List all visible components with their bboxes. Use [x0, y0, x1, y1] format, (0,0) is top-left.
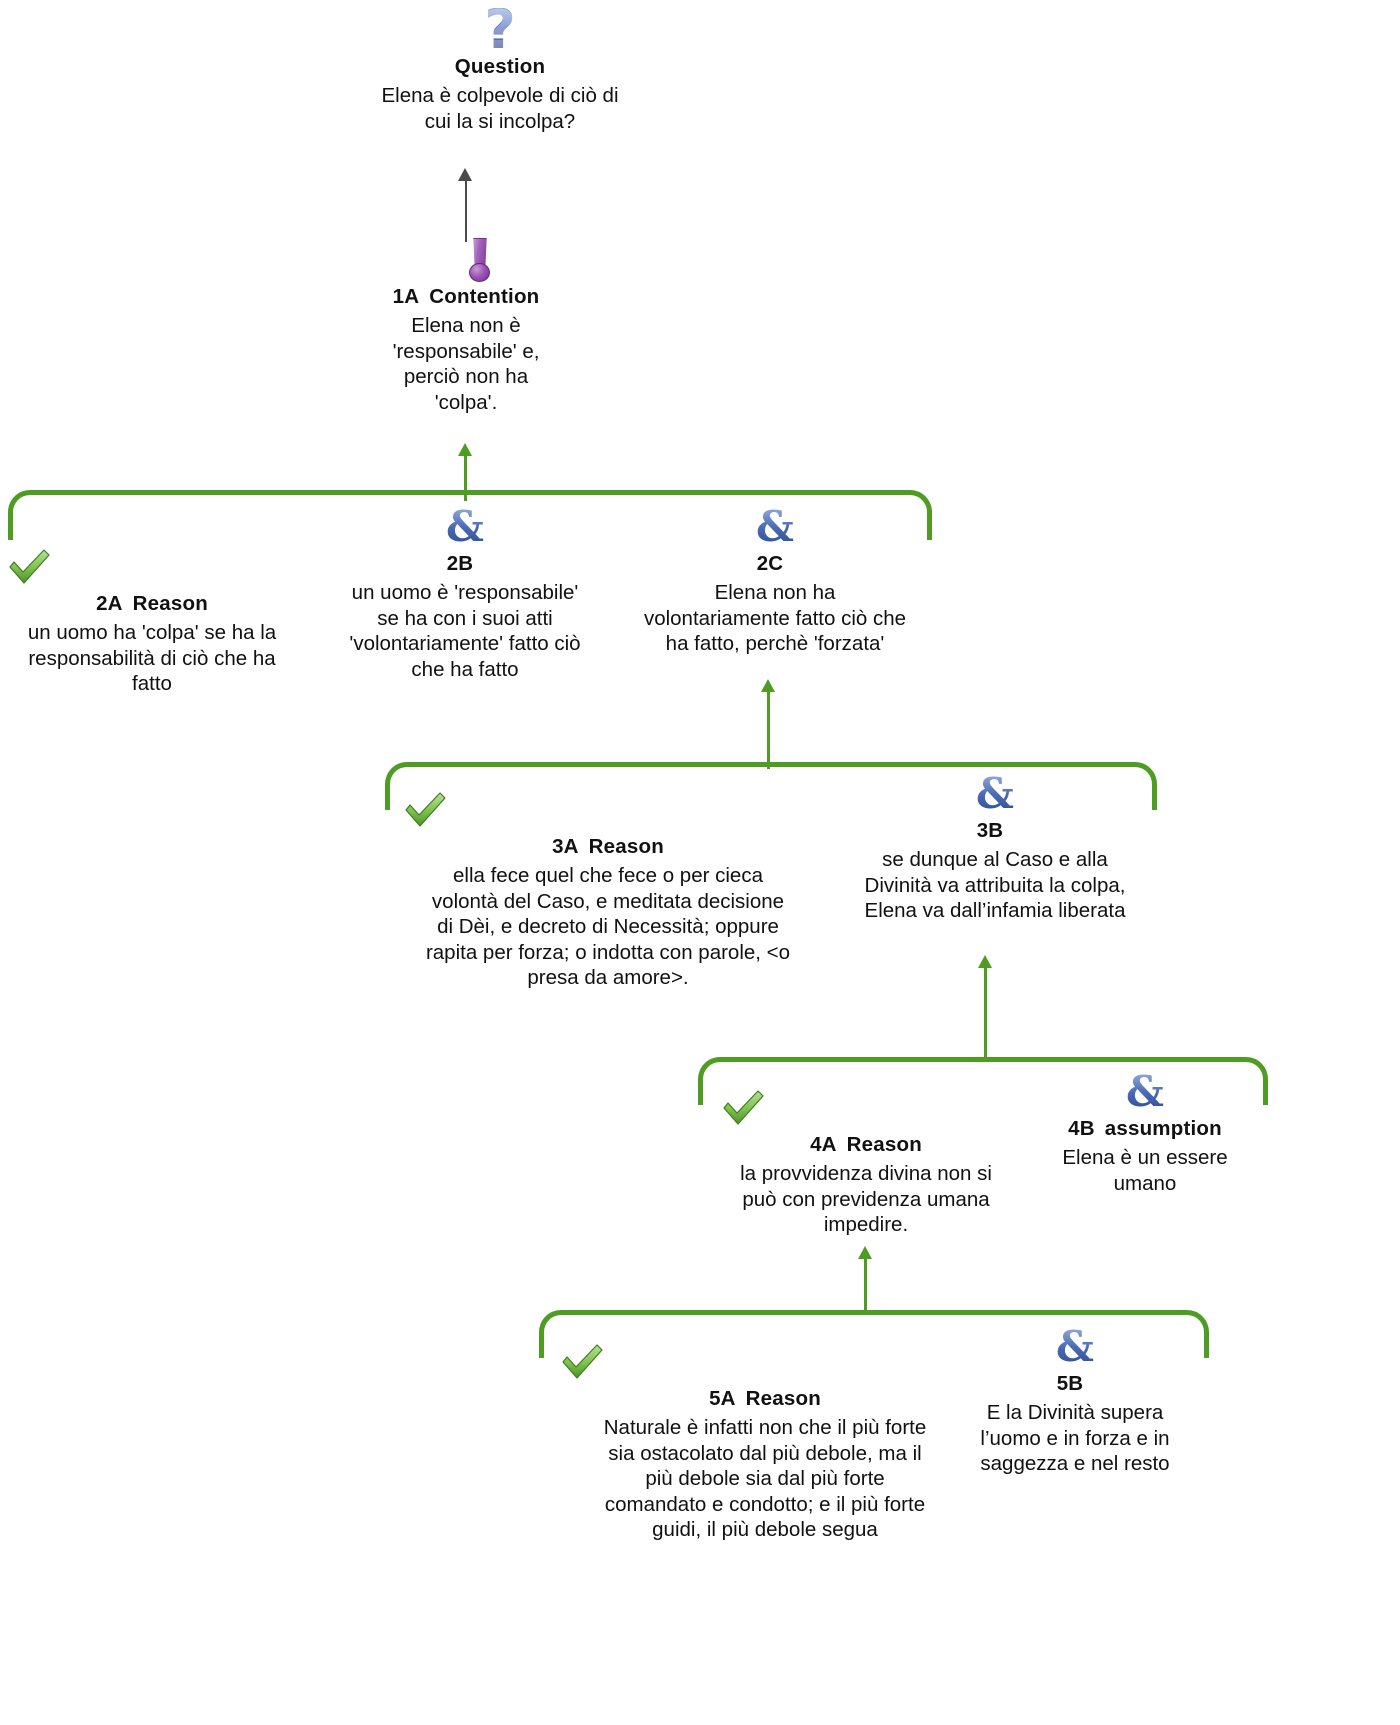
node-4a-label: Reason [846, 1133, 922, 1156]
node-2b-number: 2B [446, 552, 474, 575]
node-5a-title: 5A Reason [555, 1386, 975, 1412]
node-5b-number: 5B [1056, 1372, 1084, 1395]
node-3a-title: 3A Reason [398, 834, 818, 860]
node-2a-body: un uomo ha 'colpa' se ha la responsabili… [27, 621, 277, 695]
node-2c-body: Elena non ha volontariamente fatto ciò c… [643, 581, 907, 655]
node-4b-assumption[interactable]: & 4B assumption Elena è un essere umano [1030, 1070, 1260, 1196]
green-tick-icon [398, 788, 818, 832]
node-question-body: Elena è colpevole di ciò di cui la si in… [381, 84, 619, 133]
node-1a-title: 1A Contention [346, 284, 586, 310]
node-3a-reason[interactable]: 3A Reason ella fece quel che fece o per c… [398, 788, 818, 991]
node-4b-label: assumption [1104, 1117, 1222, 1140]
green-tick-icon [2, 545, 302, 589]
bracket-row3 [385, 762, 1157, 810]
node-5a-label: Reason [745, 1387, 821, 1410]
node-4a-title: 4A Reason [716, 1132, 1016, 1158]
node-2c-title: 2C [620, 551, 930, 577]
ampersand-icon: & [446, 502, 484, 551]
node-5a-body: Naturale è infatti non che il più forte … [603, 1416, 927, 1541]
ampersand-icon: & [976, 769, 1014, 818]
node-1a-number: 1A [392, 285, 420, 308]
node-3b-title: 3B [830, 818, 1160, 844]
node-2c-number: 2C [756, 552, 784, 575]
node-5b-body: E la Divinità supera l’uomo e in forza e… [980, 1401, 1170, 1475]
node-5a-number: 5A [709, 1387, 736, 1410]
node-5a-reason[interactable]: 5A Reason Naturale è infatti non che il p… [555, 1340, 975, 1543]
node-4b-body: Elena è un essere umano [1062, 1146, 1228, 1195]
node-2c-coreason[interactable]: & 2C Elena non ha volontariamente fatto … [620, 505, 930, 657]
question-mark-icon: ? [484, 0, 516, 61]
ampersand-icon: & [756, 502, 794, 551]
node-4a-number: 4A [810, 1133, 837, 1156]
node-3b-coreason[interactable]: & 3B se dunque al Caso e alla Divinità v… [830, 772, 1160, 924]
ampersand-icon: & [1126, 1067, 1164, 1116]
node-1a-body: Elena non è 'responsabile' e, perciò non… [392, 314, 540, 414]
node-4a-reason[interactable]: 4A Reason la provvidenza divina non si pu… [716, 1086, 1016, 1238]
node-4a-body: la provvidenza divina non si può con pre… [740, 1162, 992, 1236]
ampersand-icon: & [1056, 1322, 1094, 1371]
green-tick-icon [716, 1086, 1016, 1130]
node-3a-body: ella fece quel che fece o per cieca volo… [425, 864, 791, 989]
node-question-title: Question [300, 54, 700, 80]
exclamation-mark-icon [346, 238, 586, 282]
node-1a-label: Contention [429, 285, 540, 308]
node-2a-title: 2A Reason [2, 591, 302, 617]
node-3a-number: 3A [552, 835, 579, 858]
node-5b-coreason[interactable]: & 5B E la Divinità supera l’uomo e in fo… [945, 1325, 1205, 1477]
node-2a-number: 2A [96, 592, 123, 615]
bracket-row5 [539, 1310, 1209, 1358]
node-5b-title: 5B [945, 1371, 1205, 1397]
node-3b-number: 3B [976, 819, 1004, 842]
node-3a-label: Reason [588, 835, 664, 858]
green-tick-icon [555, 1340, 975, 1384]
node-2b-title: 2B [320, 551, 610, 577]
node-2a-reason[interactable]: 2A Reason un uomo ha 'colpa' se ha la res… [2, 545, 302, 697]
node-2a-label: Reason [132, 592, 208, 615]
node-2b-coreason[interactable]: & 2B un uomo è 'responsabile' se ha con … [320, 505, 610, 682]
node-question-label: Question [454, 55, 546, 78]
node-2b-body: un uomo è 'responsabile' se ha con i suo… [349, 581, 581, 681]
bracket-row2 [8, 490, 932, 540]
node-3b-body: se dunque al Caso e alla Divinità va att… [864, 848, 1126, 922]
bracket-row4 [698, 1057, 1268, 1105]
node-4b-number: 4B [1068, 1117, 1095, 1140]
node-question[interactable]: ? Question Elena è colpevole di ciò di c… [300, 0, 700, 134]
node-4b-title: 4B assumption [1030, 1116, 1260, 1142]
node-1a-contention[interactable]: 1A Contention Elena non è 'responsabile' … [346, 238, 586, 415]
